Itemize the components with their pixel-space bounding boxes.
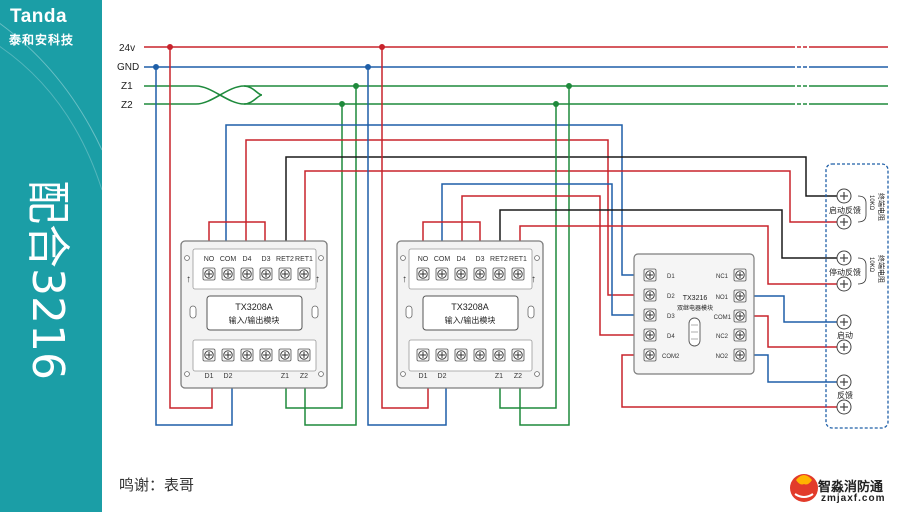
module-b-wires bbox=[367, 47, 838, 426]
module-a: ↑ ↑ NO COM D4 D3 RET2 RET1 TX3208A 输入/输出… bbox=[180, 240, 328, 389]
brand-chinese: 泰和安科技 bbox=[9, 33, 75, 47]
watermark-text: 智淼消防通 bbox=[818, 480, 884, 495]
relay-right-label-3: COM1 bbox=[714, 315, 732, 321]
module-a-top-label-5: RET2 bbox=[276, 256, 294, 263]
module-a-model: TX3208A bbox=[235, 302, 273, 312]
module-b-bottom-label-4: Z2 bbox=[514, 373, 522, 380]
module-a-desc: 输入/输出模块 bbox=[229, 315, 280, 325]
bus-z1-twist bbox=[144, 85, 245, 105]
credit-text: 鸣谢：表哥 bbox=[119, 476, 195, 494]
relay-right-label-2: NO1 bbox=[716, 295, 729, 301]
field-resistor-2: 10KΩ bbox=[868, 257, 874, 273]
relay-left-label-3: D3 bbox=[667, 314, 675, 320]
junction-dots bbox=[153, 44, 572, 107]
module-b-bottom-label-1: D1 bbox=[419, 373, 428, 380]
module-b-model: TX3208A bbox=[451, 302, 489, 312]
module-a-top-label-2: COM bbox=[220, 256, 237, 263]
field-start-feedback: 启动反馈 bbox=[829, 205, 861, 215]
bus-label-24v: 24v bbox=[119, 43, 135, 54]
module-a-bottom-label-1: D1 bbox=[205, 373, 214, 380]
module-b-bottom-label-3: Z1 bbox=[495, 373, 503, 380]
field-device-box: 启动反馈 停动反馈 启动 反馈 10KΩ 10KΩ 终端电阻 终端电阻 bbox=[825, 163, 889, 429]
field-start: 启动 bbox=[837, 330, 853, 340]
relay-right-label-4: NC2 bbox=[716, 334, 729, 340]
module-a-bottom-label-3: Z1 bbox=[281, 373, 289, 380]
relay-desc: 双继电器模块 bbox=[677, 304, 713, 312]
sidebar: Tanda 泰和安科技 配合3216 bbox=[0, 0, 102, 512]
module-a-top-label-1: NO bbox=[204, 256, 215, 263]
module-b-top-label-1: NO bbox=[418, 256, 429, 263]
module-a-top-label-3: D4 bbox=[243, 256, 252, 263]
svg-text:↑: ↑ bbox=[186, 274, 191, 285]
sidebar-arcs bbox=[0, 22, 102, 191]
bus-label-gnd: GND bbox=[117, 62, 139, 73]
module-b: ↑ ↑ NO COM D4 D3 RET2 RET1 TX3208A 输入/输出… bbox=[396, 240, 544, 389]
watermark-logo bbox=[790, 474, 818, 502]
module-b-top-label-4: D3 bbox=[476, 256, 485, 263]
relay-right-label-5: NO2 bbox=[716, 354, 729, 360]
module-a-wires bbox=[155, 47, 838, 426]
relay-left-label-4: D4 bbox=[667, 334, 675, 340]
module-b-top-label-2: COM bbox=[434, 256, 451, 263]
relay-left-label-1: D1 bbox=[667, 274, 675, 280]
relay-module: D1 D2 D3 D4 COM2 NC1 NO1 COM1 NC2 NO2 TX… bbox=[633, 253, 755, 375]
field-resistor-1: 10KΩ bbox=[868, 195, 874, 211]
relay-right-label-1: NC1 bbox=[716, 274, 729, 280]
watermark-url: zmjaxf.com bbox=[821, 493, 886, 504]
svg-text:↑: ↑ bbox=[531, 274, 536, 285]
module-a-top-label-4: D3 bbox=[262, 256, 271, 263]
bus-lines bbox=[144, 46, 888, 105]
module-a-top-label-6: RET1 bbox=[295, 256, 313, 263]
bus-gaps bbox=[795, 45, 809, 106]
field-stop-feedback: 停动反馈 bbox=[829, 267, 861, 277]
brand-name: Tanda bbox=[10, 6, 68, 27]
bus-label-z1: Z1 bbox=[121, 81, 133, 92]
module-b-top-label-6: RET1 bbox=[509, 256, 527, 263]
relay-left-label-2: D2 bbox=[667, 294, 675, 300]
bus-z2-twist bbox=[144, 85, 245, 105]
module-a-bottom-label-4: Z2 bbox=[300, 373, 308, 380]
relay-left-label-5: COM2 bbox=[662, 354, 680, 360]
svg-text:↑: ↑ bbox=[402, 274, 407, 285]
module-b-bottom-label-2: D2 bbox=[438, 373, 447, 380]
bus-label-z2: Z2 bbox=[121, 100, 133, 111]
field-eol-label-2: 终端电阻 bbox=[877, 255, 886, 283]
field-feedback: 反馈 bbox=[837, 390, 853, 400]
relay-model: TX3216 bbox=[683, 295, 708, 302]
svg-text:↑: ↑ bbox=[315, 274, 320, 285]
module-a-bottom-label-2: D2 bbox=[224, 373, 233, 380]
module-b-top-label-5: RET2 bbox=[490, 256, 508, 263]
module-b-desc: 输入/输出模块 bbox=[445, 315, 496, 325]
field-eol-label-1: 终端电阻 bbox=[877, 193, 886, 221]
module-b-top-label-3: D4 bbox=[457, 256, 466, 263]
